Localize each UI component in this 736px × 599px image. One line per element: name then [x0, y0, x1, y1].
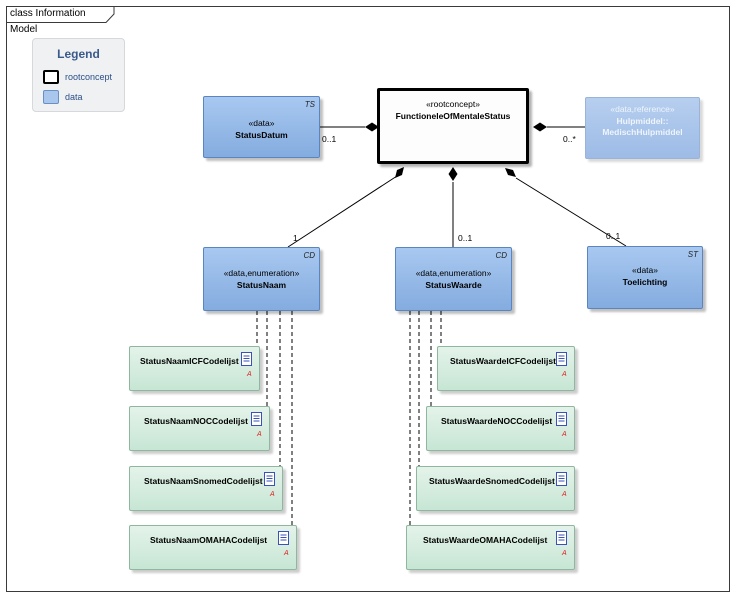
document-icon: A	[556, 472, 567, 498]
diagram-frame	[6, 6, 730, 592]
document-icon: A	[278, 531, 289, 557]
class-status-naam[interactable]: CD «data,enumeration» StatusNaam	[203, 247, 320, 311]
codelist-name: StatusWaardeICFCodelijst	[450, 356, 556, 366]
aggregation-diamond	[505, 168, 516, 177]
codelist-status-waarde-noc[interactable]: StatusWaardeNOCCodelijst A	[426, 406, 575, 451]
codelist-status-waarde-icf[interactable]: StatusWaardeICFCodelijst A	[437, 346, 575, 391]
document-icon: A	[556, 531, 567, 557]
codelist-name: StatusNaamICFCodelijst	[140, 356, 239, 366]
class-stereotype: «data»	[248, 118, 275, 128]
class-name: StatusWaarde	[425, 280, 482, 290]
class-name: StatusNaam	[236, 280, 287, 290]
frame-tab-outline	[6, 6, 115, 23]
codelist-status-waarde-omaha[interactable]: StatusWaardeOMAHACodelijst A	[406, 525, 575, 570]
type-tag: TS	[304, 100, 315, 109]
svg-text:A: A	[269, 491, 275, 498]
class-stereotype: «data,reference»	[610, 104, 675, 114]
aggregation-diamond	[395, 167, 404, 178]
class-name: FunctioneleOfMentaleStatus	[395, 111, 511, 121]
class-stereotype: «data,enumeration»	[223, 268, 300, 278]
codelist-status-naam-snomed[interactable]: StatusNaamSnomedCodelijst A	[129, 466, 283, 511]
document-icon: A	[241, 352, 252, 378]
codelist-name: StatusNaamOMAHACodelijst	[150, 535, 268, 545]
class-toelichting[interactable]: ST «data» Toelichting	[587, 246, 703, 309]
svg-text:A: A	[283, 550, 289, 557]
legend-label-rootconcept: rootconcept	[65, 72, 113, 82]
assoc-toelichting	[515, 177, 627, 247]
legend-title: Legend	[57, 47, 100, 61]
codelist-status-waarde-snomed[interactable]: StatusWaardeSnomedCodelijst A	[416, 466, 575, 511]
document-icon: A	[556, 352, 567, 378]
legend-label-data: data	[65, 92, 83, 102]
svg-text:A: A	[561, 431, 567, 438]
class-status-waarde[interactable]: CD «data,enumeration» StatusWaarde	[395, 247, 512, 311]
document-icon: A	[556, 412, 567, 438]
svg-text:A: A	[561, 491, 567, 498]
codelist-name: StatusNaamNOCCodelijst	[144, 416, 248, 426]
assoc-naam	[287, 175, 398, 248]
svg-text:A: A	[561, 550, 567, 557]
type-tag: ST	[687, 250, 698, 259]
aggregation-diamond	[448, 167, 458, 181]
type-tag: CD	[495, 251, 507, 260]
document-icon: A	[264, 472, 275, 498]
class-name: Toelichting	[622, 277, 668, 287]
codelist-status-naam-omaha[interactable]: StatusNaamOMAHACodelijst A	[129, 525, 297, 570]
legend-swatch-data	[43, 90, 59, 104]
diagram-title: class Information Model	[10, 8, 86, 35]
multiplicity-hulpmiddel: 0..*	[563, 134, 576, 144]
svg-text:A: A	[256, 431, 262, 438]
aggregation-diamond	[533, 122, 547, 132]
codelist-status-naam-noc[interactable]: StatusNaamNOCCodelijst A	[129, 406, 270, 451]
class-stereotype: «data,enumeration»	[415, 268, 492, 278]
type-tag: CD	[303, 251, 315, 260]
codelist-status-naam-icf[interactable]: StatusNaamICFCodelijst A	[129, 346, 260, 391]
document-icon: A	[251, 412, 262, 438]
class-name: StatusDatum	[235, 130, 288, 140]
multiplicity-toelichting: 0..1	[606, 231, 621, 241]
class-functionele-of-mentale-status[interactable]: «rootconcept» FunctioneleOfMentaleStatus	[377, 88, 529, 164]
codelist-name: StatusNaamSnomedCodelijst	[144, 476, 263, 486]
class-hulpmiddel-reference[interactable]: «data,reference» Hulpmiddel:: MedischHul…	[585, 97, 700, 159]
multiplicity-naam: 1	[293, 233, 298, 243]
multiplicity-datum: 0..1	[322, 134, 337, 144]
codelist-name: StatusWaardeOMAHACodelijst	[423, 535, 548, 545]
aggregation-diamond	[365, 122, 379, 132]
legend: Legend rootconcept data	[32, 38, 125, 112]
legend-swatch-rootconcept	[43, 70, 59, 84]
class-stereotype: «rootconcept»	[426, 99, 480, 109]
class-status-datum[interactable]: TS «data» StatusDatum	[203, 96, 320, 158]
codelist-name: StatusWaardeNOCCodelijst	[441, 416, 553, 426]
class-name-line2: MedischHulpmiddel	[602, 127, 683, 137]
svg-text:A: A	[246, 371, 252, 378]
class-name-line1: Hulpmiddel::	[616, 116, 669, 126]
svg-text:A: A	[561, 371, 567, 378]
codelist-name: StatusWaardeSnomedCodelijst	[429, 476, 555, 486]
class-stereotype: «data»	[632, 265, 658, 275]
multiplicity-waarde: 0..1	[458, 233, 473, 243]
